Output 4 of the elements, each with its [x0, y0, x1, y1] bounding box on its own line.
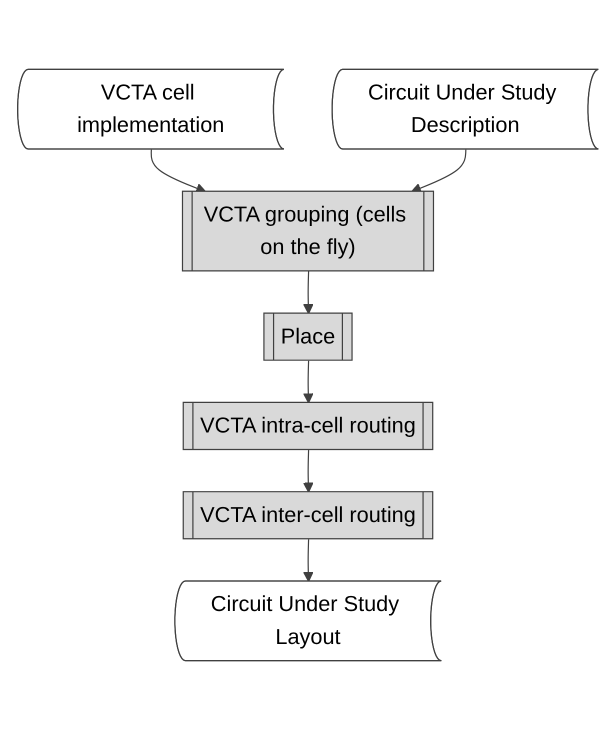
arrow [302, 270, 314, 314]
arrow [302, 360, 314, 403]
arrow [302, 450, 314, 492]
arrow [302, 538, 314, 582]
